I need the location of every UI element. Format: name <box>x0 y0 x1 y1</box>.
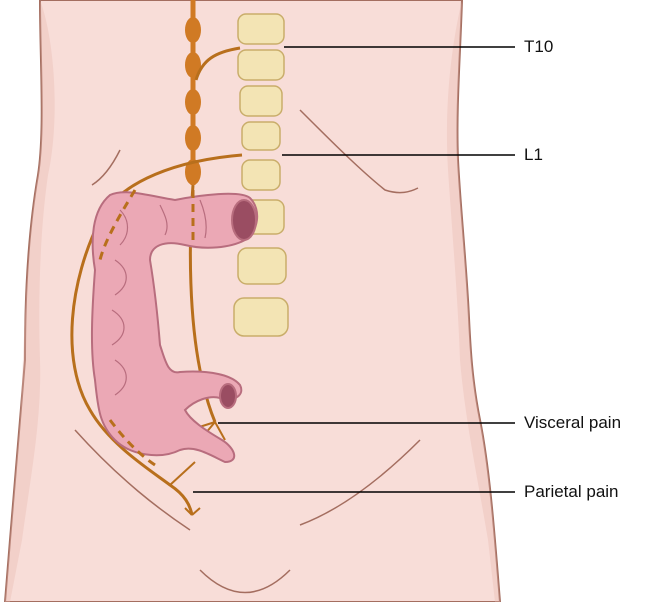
torso-shadow-left <box>5 0 55 602</box>
colon-lumen-upper <box>231 199 257 241</box>
navel-line <box>199 569 291 594</box>
vertebral-column <box>233 13 289 337</box>
groin-line-left <box>74 429 191 531</box>
ganglion <box>185 17 201 43</box>
t10-nerve <box>194 46 241 81</box>
label-l1: L1 <box>524 145 543 164</box>
vertebra <box>239 85 283 117</box>
leader-lines <box>193 46 515 493</box>
colon-body <box>90 191 259 464</box>
torso-shadow-right <box>446 0 500 602</box>
parietal-branch <box>149 461 201 516</box>
vertebra <box>241 121 281 151</box>
vertebra <box>237 13 285 45</box>
sympathetic-chain <box>185 0 201 185</box>
vertebra <box>241 159 281 191</box>
label-visceral-pain: Visceral pain <box>524 413 622 432</box>
colon-dashed-nerve <box>98 189 195 467</box>
vertebra <box>233 297 289 337</box>
colon-haustra <box>111 199 207 396</box>
ganglion <box>185 89 201 115</box>
label-parietal-pain: Parietal pain <box>524 482 619 501</box>
ganglion <box>185 159 201 185</box>
vertebra <box>237 247 287 285</box>
colon-lumen-lower <box>219 383 237 409</box>
colon <box>90 189 259 467</box>
vertebra <box>237 49 285 81</box>
rib-line-right <box>299 109 419 194</box>
ganglion <box>185 125 201 151</box>
ganglion <box>185 52 201 78</box>
rib-line-left <box>91 149 121 186</box>
label-t10: T10 <box>524 37 554 56</box>
